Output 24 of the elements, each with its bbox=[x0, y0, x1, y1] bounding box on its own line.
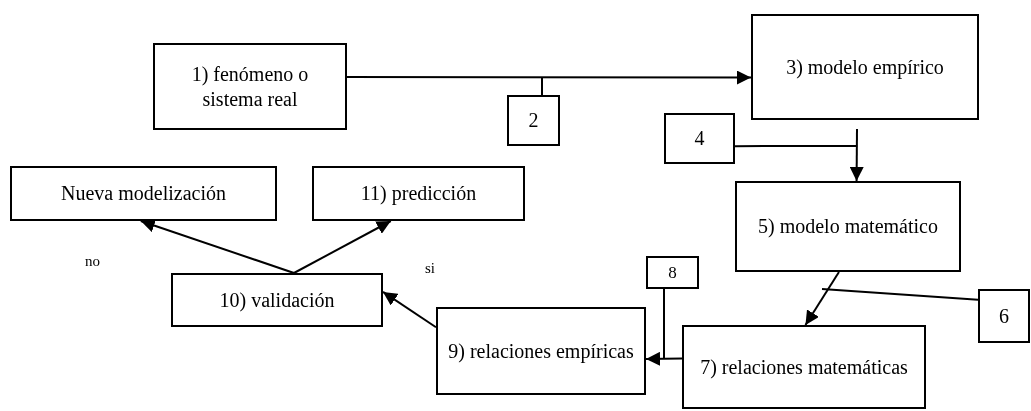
number-box: 2 bbox=[507, 95, 560, 146]
branch-label: si bbox=[425, 260, 435, 277]
branch-label: no bbox=[85, 253, 100, 270]
process-box: 3) modelo empírico bbox=[751, 14, 979, 120]
number-box: 4 bbox=[664, 113, 735, 164]
process-box: 11) predicción bbox=[312, 166, 525, 221]
arrow bbox=[292, 220, 392, 274]
process-box: 10) validación bbox=[171, 273, 383, 327]
arrow bbox=[804, 271, 840, 326]
number-box: 6 bbox=[978, 289, 1030, 343]
leader-line bbox=[734, 145, 858, 148]
arrow bbox=[849, 128, 864, 182]
process-box: Nueva modelización bbox=[10, 166, 277, 221]
number-box: 8 bbox=[646, 256, 699, 289]
process-box: 9) relaciones empíricas bbox=[436, 307, 646, 395]
arrow bbox=[346, 70, 752, 85]
process-box: 7) relaciones matemáticas bbox=[682, 325, 926, 409]
leader-line bbox=[821, 288, 979, 301]
process-box: 5) modelo matemático bbox=[735, 181, 961, 272]
arrow bbox=[382, 290, 437, 329]
leader-line bbox=[541, 76, 543, 96]
process-box: 1) fenómeno o sistema real bbox=[153, 43, 347, 130]
leader-line bbox=[663, 288, 665, 360]
arrow bbox=[645, 351, 683, 366]
